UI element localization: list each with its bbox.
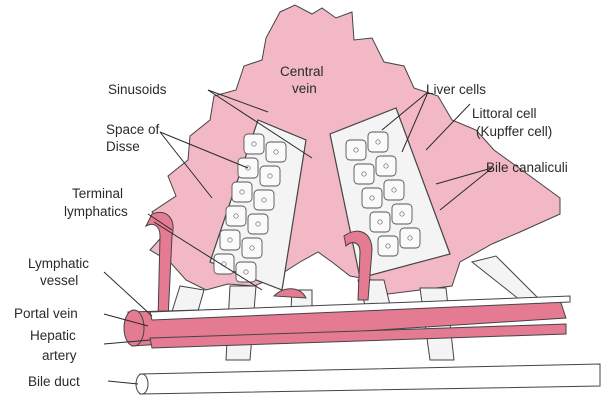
label-portal-vein: Portal vein bbox=[14, 306, 78, 321]
label-bile-canaliculi: Bile canaliculi bbox=[486, 160, 568, 175]
liver-cell bbox=[378, 236, 398, 256]
label-central-vein-line1: Central bbox=[280, 64, 324, 79]
label-littoral-cell-line1: Littoral cell bbox=[472, 106, 537, 121]
label-terminal-lymphatics-line1: Terminal bbox=[72, 186, 123, 201]
label-hepatic-artery-line1: Hepatic bbox=[30, 328, 76, 343]
liver-cell bbox=[368, 132, 388, 152]
liver-cell bbox=[242, 238, 262, 258]
liver-cell bbox=[400, 228, 420, 248]
label-bile-duct: Bile duct bbox=[28, 374, 80, 389]
liver-cell bbox=[244, 134, 264, 154]
label-littoral-cell-line2: (Kupffer cell) bbox=[476, 124, 552, 139]
liver-cell bbox=[236, 262, 256, 282]
label-terminal-lymphatics-line2: lymphatics bbox=[64, 204, 128, 219]
label-lymphatic-vessel-line1: Lymphatic bbox=[28, 256, 89, 271]
label-space-of-disse-line2: Disse bbox=[106, 139, 140, 154]
label-lymphatic-vessel-line2: vessel bbox=[40, 273, 78, 288]
liver-cell bbox=[392, 204, 412, 224]
liver-cell bbox=[362, 188, 382, 208]
label-liver-cells: Liver cells bbox=[426, 82, 486, 97]
liver-cell bbox=[232, 182, 252, 202]
portal-vessels bbox=[124, 296, 600, 394]
liver-cell bbox=[370, 212, 390, 232]
liver-cell bbox=[266, 142, 286, 162]
label-sinusoids: Sinusoids bbox=[108, 82, 167, 97]
liver-cell bbox=[254, 190, 274, 210]
label-hepatic-artery-line2: artery bbox=[42, 348, 77, 363]
liver-cell bbox=[248, 214, 268, 234]
liver-cell bbox=[260, 166, 280, 186]
liver-cell bbox=[220, 230, 240, 250]
liver-cell bbox=[226, 206, 246, 226]
liver-cell bbox=[384, 180, 404, 200]
liver-cell bbox=[376, 156, 396, 176]
label-space-of-disse-line1: Space of bbox=[106, 122, 160, 137]
liver-cell bbox=[354, 164, 374, 184]
bile-duct bbox=[140, 364, 600, 394]
label-central-vein-line2: vein bbox=[292, 81, 317, 96]
liver-cell bbox=[346, 140, 366, 160]
